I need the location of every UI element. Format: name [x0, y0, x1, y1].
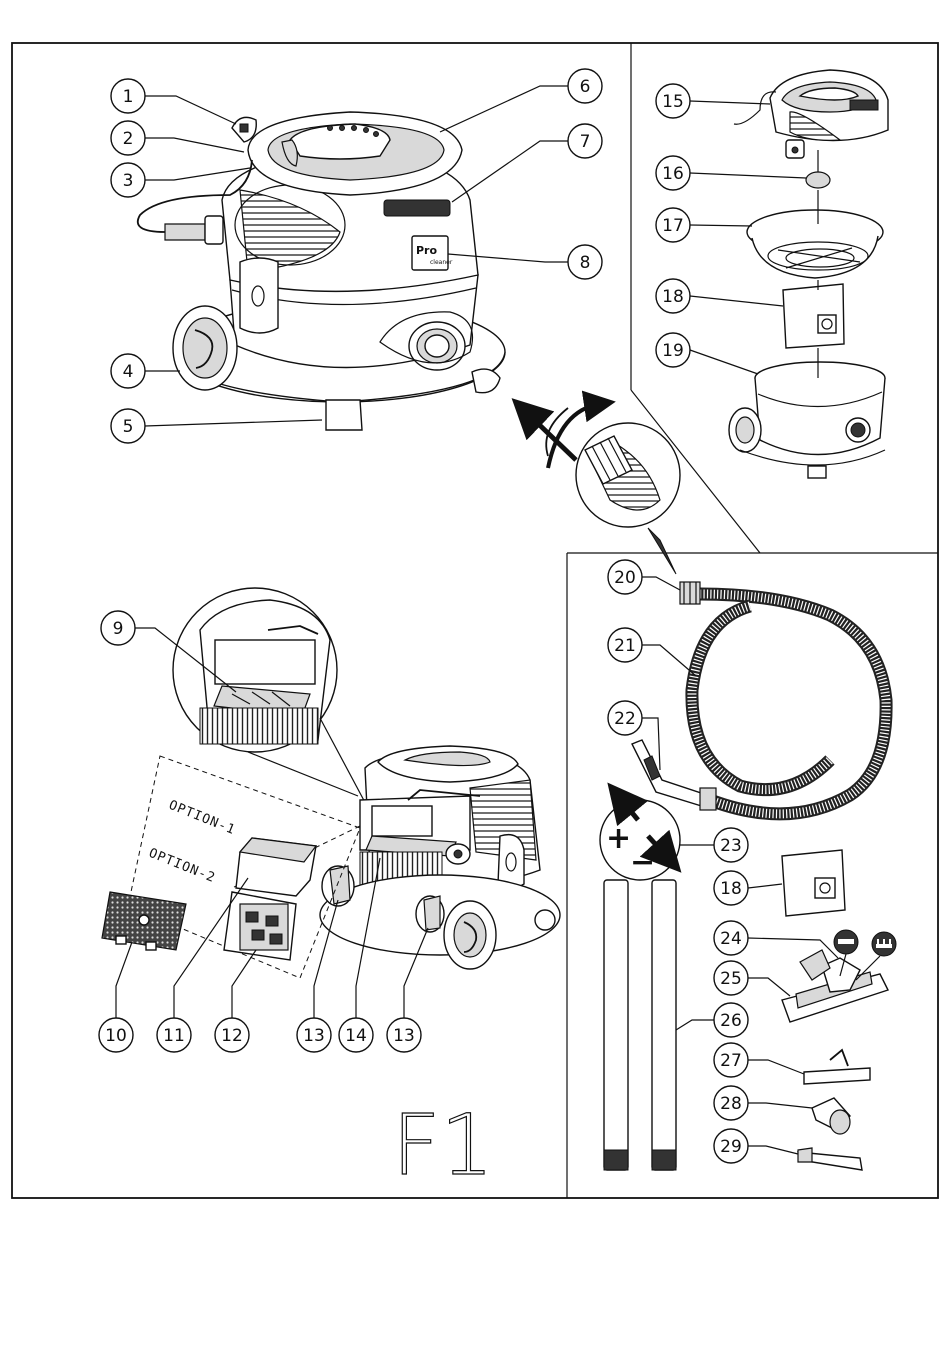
callout-7: 7 [580, 132, 591, 152]
callout-5: 5 [123, 417, 134, 437]
callout-23: 23 [720, 836, 742, 856]
callout-6: 6 [580, 77, 591, 97]
callout-27: 27 [720, 1051, 742, 1071]
callout-14: 14 [345, 1026, 367, 1046]
callout-2: 2 [123, 129, 134, 149]
callout-10: 10 [105, 1026, 127, 1046]
brand-logo-bottom: cleaner [430, 259, 453, 266]
callout-26: 26 [720, 1011, 742, 1031]
callout-13-left: 13 [303, 1026, 325, 1046]
callout-17: 17 [662, 216, 684, 236]
callout-9: 9 [113, 619, 124, 639]
callout-3: 3 [123, 171, 134, 191]
hose-attach-detail [526, 404, 680, 574]
brand-logo-top: Pro [416, 244, 437, 257]
callout-18-bottom: 18 [720, 879, 742, 899]
callout-22: 22 [614, 709, 636, 729]
minus-symbol: − [630, 845, 655, 880]
callout-25: 25 [720, 969, 742, 989]
plus-symbol: + [606, 821, 631, 856]
callout-12: 12 [221, 1026, 243, 1046]
option-2-label: OPTION-2 [147, 846, 218, 886]
callout-4: 4 [123, 362, 134, 382]
figure-label: F1 [392, 1096, 494, 1194]
callout-24: 24 [720, 929, 742, 949]
filter-options-region: OPTION-1 OPTION-2 [102, 756, 360, 978]
callout-19: 19 [662, 341, 684, 361]
callout-21: 21 [614, 636, 636, 656]
callout-1: 1 [123, 87, 134, 107]
callout-20: 20 [614, 568, 636, 588]
callout-18-top: 18 [662, 287, 684, 307]
callout-15: 15 [662, 92, 684, 112]
callout-11: 11 [163, 1026, 185, 1046]
callout-8: 8 [580, 253, 591, 273]
option-1-label: OPTION-1 [167, 798, 238, 838]
callout-29: 29 [720, 1137, 742, 1157]
accessories-view: + − [600, 582, 896, 1170]
vacuum-cleaner-main-view: Pro cleaner [138, 112, 505, 430]
callout-13-right: 13 [393, 1026, 415, 1046]
callout-16: 16 [662, 164, 684, 184]
exploded-view-right [729, 70, 888, 478]
callout-28: 28 [720, 1094, 742, 1114]
